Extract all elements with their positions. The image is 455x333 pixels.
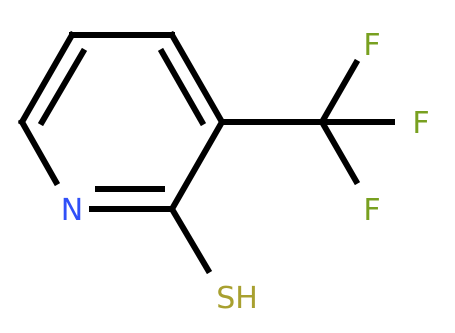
substituent-bonds bbox=[167, 58, 395, 275]
double-bond-c4-c3 bbox=[157, 47, 207, 127]
bond-c4-c3 bbox=[167, 30, 227, 127]
atom-fluorine-bottom: F bbox=[363, 193, 380, 228]
atom-thiol: SH bbox=[216, 281, 258, 316]
atom-nitrogen: N bbox=[61, 193, 83, 228]
ring-bonds bbox=[17, 30, 227, 214]
atom-fluorine-right: F bbox=[412, 106, 429, 141]
bond-cf3-f-bottom bbox=[317, 117, 361, 186]
bond-c2-s bbox=[167, 204, 213, 275]
bond-c6-c5 bbox=[17, 30, 77, 127]
bond-c6-n bbox=[17, 117, 61, 187]
atom-fluorine-top: F bbox=[363, 28, 380, 63]
bond-cf3-f-top bbox=[317, 58, 361, 127]
ring-double-bonds bbox=[37, 47, 207, 192]
bond-c3-c2 bbox=[167, 117, 227, 214]
double-bond-c6-c5 bbox=[37, 47, 88, 127]
